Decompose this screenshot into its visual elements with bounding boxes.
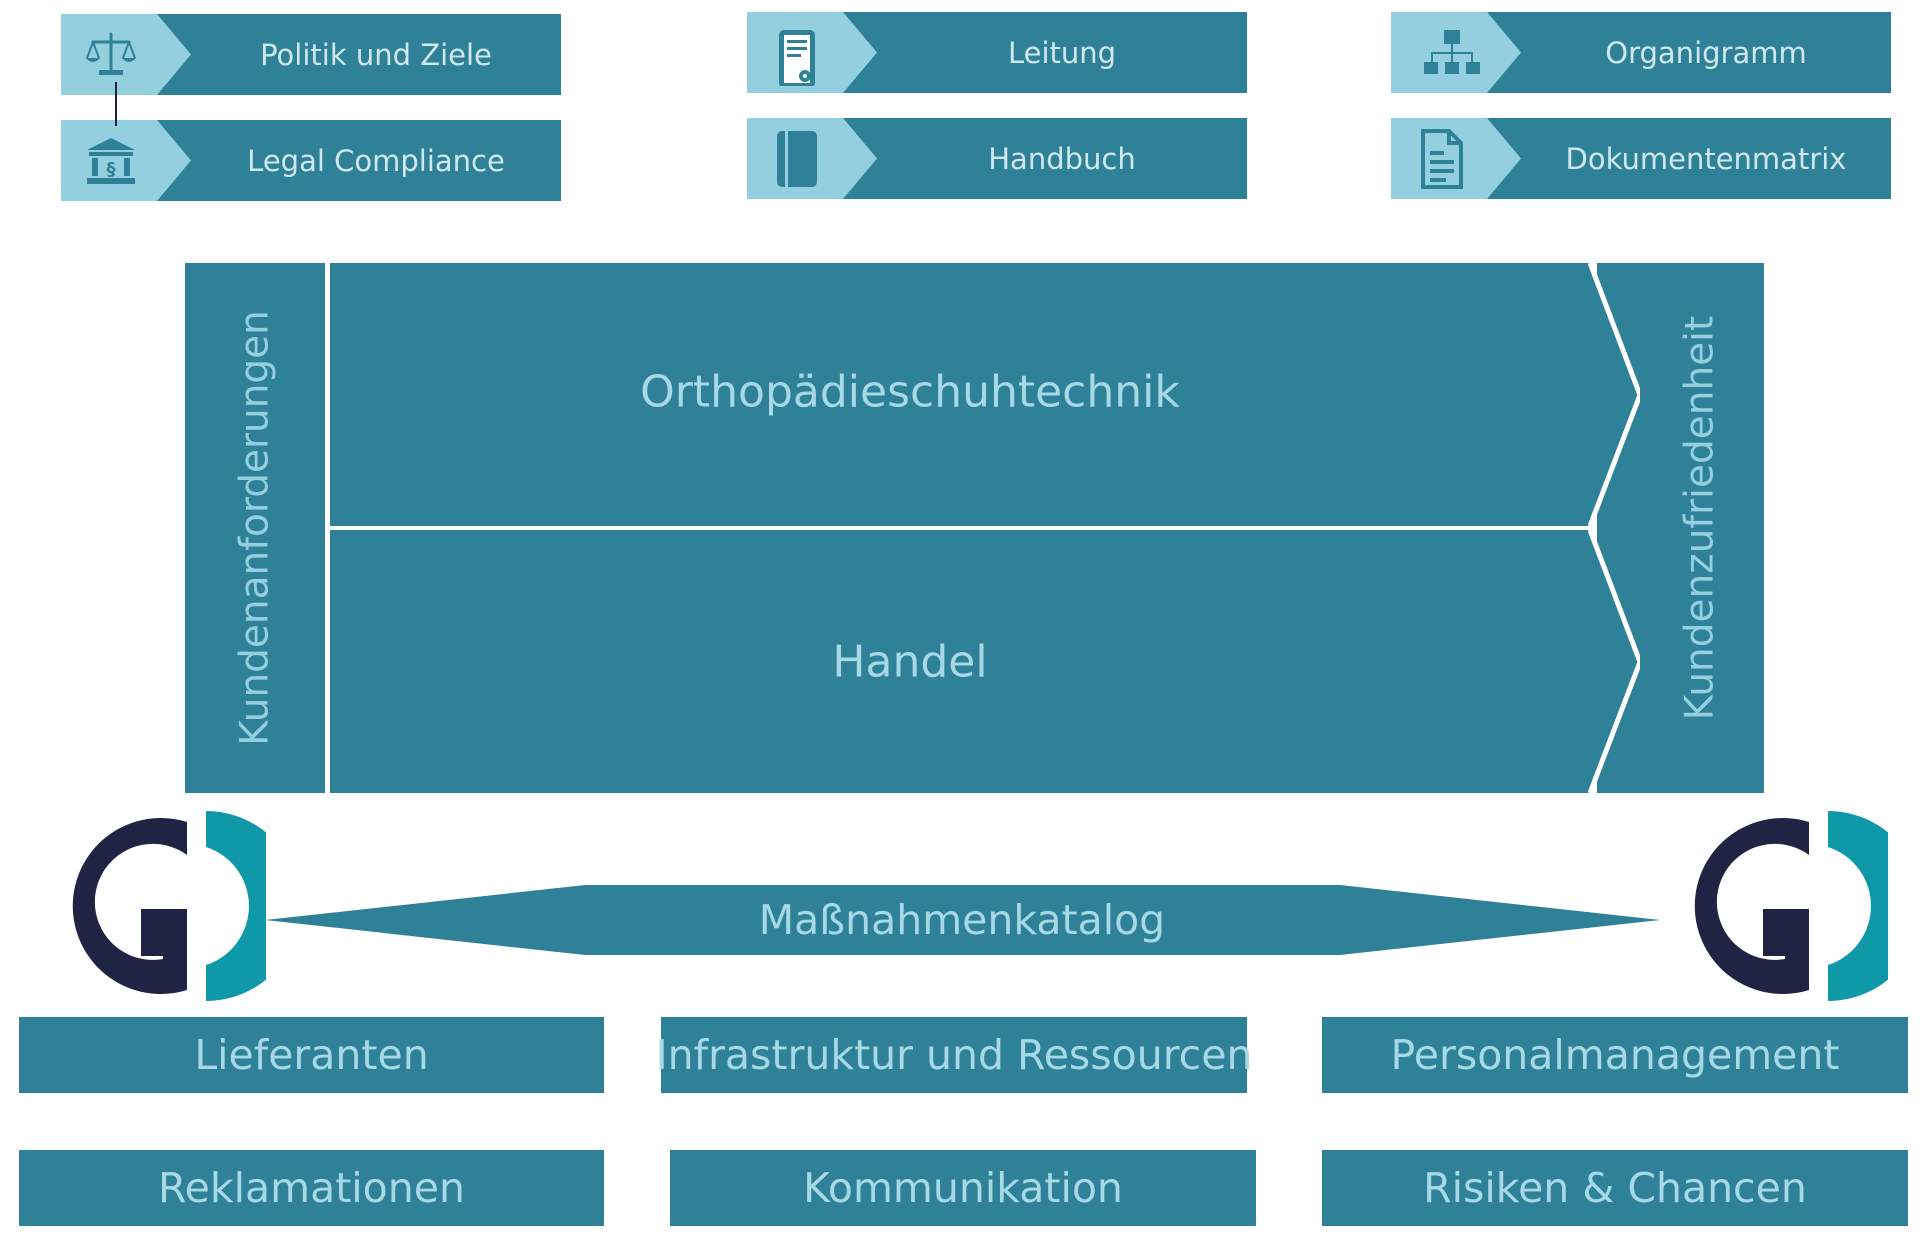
tile-politik-und-ziele[interactable]: Politik und Ziele bbox=[61, 14, 561, 95]
support-infrastruktur-und-ressourcen[interactable]: Infrastruktur und Ressourcen bbox=[656, 1017, 1252, 1093]
kundenanforderungen-label: Kundenanforderungen bbox=[232, 310, 278, 746]
tile-label: Organigramm bbox=[1605, 35, 1807, 70]
support-lieferanten[interactable]: Lieferanten bbox=[19, 1017, 604, 1093]
process-arrows bbox=[330, 263, 1640, 793]
svg-text:§: § bbox=[107, 159, 116, 180]
support-risiken-und-chancen[interactable]: Risiken & Chancen bbox=[1322, 1150, 1908, 1226]
support-kommunikation[interactable]: Kommunikation bbox=[670, 1150, 1256, 1226]
process-label-orthopaedieschuhtechnik: Orthopädieschuhtechnik bbox=[640, 366, 1180, 418]
massnahmenkatalog-label: Maßnahmenkatalog bbox=[758, 896, 1166, 944]
book-icon bbox=[777, 131, 817, 187]
icon-connector-line bbox=[115, 82, 117, 126]
tile-label: Politik und Ziele bbox=[260, 37, 492, 72]
support-personalmanagement[interactable]: Personalmanagement bbox=[1322, 1017, 1908, 1093]
org-chart-icon bbox=[1424, 30, 1480, 74]
courthouse-icon: § bbox=[87, 138, 135, 184]
tile-leitung[interactable]: Leitung bbox=[747, 12, 1247, 93]
scales-icon bbox=[86, 32, 136, 75]
massnahmenkatalog-banner[interactable] bbox=[265, 882, 1660, 958]
certificate-icon bbox=[779, 30, 815, 86]
tile-label: Legal Compliance bbox=[247, 143, 505, 178]
kundenzufriedenheit-label: Kundenzufriedenheit bbox=[1677, 315, 1723, 721]
tile-label: Handbuch bbox=[988, 141, 1136, 176]
kundenanforderungen-bar[interactable] bbox=[185, 263, 325, 793]
support-reklamationen[interactable]: Reklamationen bbox=[19, 1150, 604, 1226]
process-arrow-handel[interactable] bbox=[330, 530, 1640, 793]
company-logo-left bbox=[72, 811, 266, 1001]
tile-label: Dokumentenmatrix bbox=[1565, 141, 1847, 176]
tile-label: Leitung bbox=[1007, 35, 1117, 70]
process-label-handel: Handel bbox=[832, 636, 988, 688]
process-arrow-orthopaedieschuhtechnik[interactable] bbox=[330, 263, 1640, 526]
document-icon bbox=[1421, 129, 1463, 189]
tile-dokumentenmatrix[interactable]: Dokumentenmatrix bbox=[1391, 118, 1891, 199]
tile-handbuch[interactable]: Handbuch bbox=[747, 118, 1247, 199]
company-logo-right bbox=[1694, 811, 1888, 1001]
tile-legal-compliance[interactable]: § Legal Compliance bbox=[61, 120, 561, 201]
tile-organigramm[interactable]: Organigramm bbox=[1391, 12, 1891, 93]
